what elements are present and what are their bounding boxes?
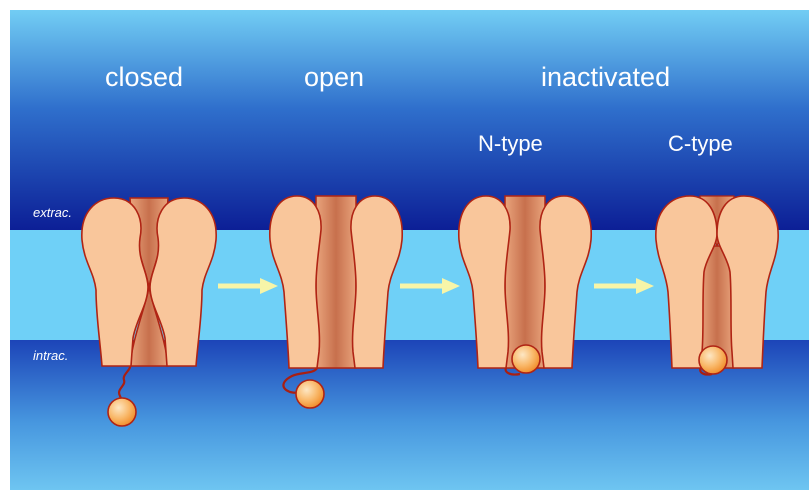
n-type-label: N-type [478,131,543,157]
n-type-inactivated-channel-icon [459,196,591,375]
c-type-label: C-type [668,131,733,157]
n-type-channel-pore [505,196,545,368]
intracellular-label: intrac. [33,348,68,363]
open-channel-ball [296,380,324,408]
c-type-ball [699,346,727,374]
closed-channel-ball [108,398,136,426]
extracellular-label: extrac. [33,205,72,220]
c-type-inactivated-channel-icon [656,196,778,375]
open-state-label: open [304,62,364,93]
open-channel-pore [316,196,356,368]
closed-state-label: closed [105,62,183,93]
inactivated-state-label: inactivated [541,62,670,93]
n-type-ball-blocking-pore [512,345,540,373]
